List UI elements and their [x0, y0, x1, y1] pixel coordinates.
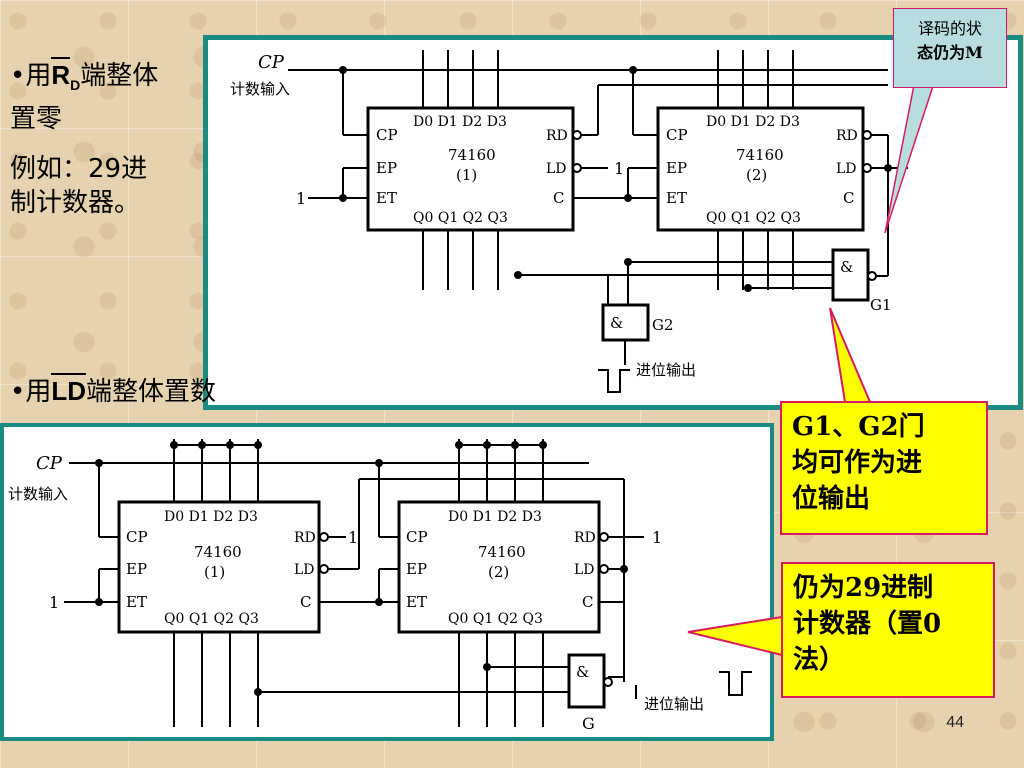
chip1-pin-c: C	[553, 189, 564, 207]
chip1-index: (1)	[456, 166, 477, 184]
chip2-pin-et: ET	[666, 189, 687, 207]
chip1-d-pins: D0 D1 D2 D3	[413, 114, 507, 130]
chip1-pin-rd: RD	[294, 530, 316, 546]
chip1-pin-ld: LD	[294, 562, 315, 578]
chip1-q-pins: Q0 Q1 Q2 Q3	[164, 611, 259, 627]
decode-state-line2: 态仍为M	[917, 43, 983, 62]
still29-line2: 计数器（置0	[793, 609, 942, 639]
page-number: 44	[946, 714, 964, 731]
chip2-pin-c: C	[582, 593, 593, 611]
chip2-q-pins: Q0 Q1 Q2 Q3	[706, 210, 801, 226]
cp-label: CP	[36, 453, 63, 474]
ld1-one-label: 1	[614, 159, 624, 178]
chip2-pin-ep: EP	[666, 159, 687, 177]
chip2-name: 74160	[736, 146, 784, 164]
example-text: 例如：29进 制计数器。	[10, 152, 205, 220]
chip2-d-pins: D0 D1 D2 D3	[448, 509, 542, 525]
g2-and-symbol: &	[610, 314, 623, 332]
bottom-circuit-diagram: CP 计数输入 1 1 1 CP EP ET D0 D1 D2 D3 74160…	[8, 439, 752, 733]
bullet-prefix: •用	[10, 377, 52, 407]
chip1-pin-cp: CP	[126, 528, 148, 546]
chip1-name: 74160	[448, 146, 496, 164]
chip2-pin-c: C	[843, 189, 854, 207]
chip2-name: 74160	[478, 543, 526, 561]
chip1-pin-ep: EP	[376, 159, 397, 177]
ld-suffix: 端整体置数	[86, 377, 217, 407]
carry-out-label: 进位输出	[644, 695, 704, 713]
still29-line3: 法）	[793, 645, 846, 675]
g2-label: G2	[652, 316, 674, 334]
cp-label: CP	[258, 52, 285, 73]
chip1-pin-c: C	[300, 593, 311, 611]
count-input-label: 计数输入	[8, 485, 68, 503]
g-label: G	[582, 714, 595, 733]
rd1-one-label: 1	[348, 528, 358, 547]
bullet-rd-heading: •用RD端整体 置零	[10, 57, 205, 136]
et-one-label: 1	[296, 189, 306, 208]
still-29-callout: 仍为29进制 计数器（置0 法）	[781, 562, 995, 698]
et-one-label: 1	[49, 593, 59, 612]
chip2-d-pins: D0 D1 D2 D3	[706, 114, 800, 130]
chip1-name: 74160	[194, 543, 242, 561]
rd2-one-label: 1	[652, 528, 662, 547]
rd-signal: R	[51, 57, 71, 90]
ld-signal: LD	[51, 373, 87, 406]
chip2-q-pins: Q0 Q1 Q2 Q3	[448, 611, 543, 627]
chip2-pin-cp: CP	[666, 126, 688, 144]
chip2-pin-rd: RD	[836, 128, 858, 144]
rd-subscript: D	[70, 77, 81, 94]
gates-callout: G1、G2门 均可作为进 位输出	[780, 401, 988, 535]
chip1-d-pins: D0 D1 D2 D3	[164, 509, 258, 525]
chip2-pin-ld: LD	[574, 562, 595, 578]
bullet-prefix: •用	[10, 61, 52, 91]
chip1-q-pins: Q0 Q1 Q2 Q3	[413, 210, 508, 226]
g-and-symbol: &	[576, 663, 589, 681]
bottom-circuit-panel: CP 计数输入 1 1 1 CP EP ET D0 D1 D2 D3 74160…	[0, 423, 774, 741]
decode-state-callout: 译码的状 态仍为M	[893, 8, 1007, 88]
carry-out-label: 进位输出	[636, 361, 696, 379]
chip2-pin-ep: EP	[406, 560, 427, 578]
gates-line2: 均可作为进	[792, 448, 923, 478]
chip1-pin-et: ET	[376, 189, 397, 207]
chip2-index: (2)	[488, 563, 509, 581]
chip2-pin-rd: RD	[574, 530, 596, 546]
chip1-pin-cp: CP	[376, 126, 398, 144]
g1-label: G1	[870, 296, 892, 314]
chip1-pin-et: ET	[126, 593, 147, 611]
top-circuit-diagram: CP 计数输入 1 1 CP EP ET D0 D1 D2 D3 74160 (…	[230, 50, 908, 393]
bullet-ld-heading: •用LD端整体置数	[10, 373, 310, 409]
chip2-pin-et: ET	[406, 593, 427, 611]
chip2-index: (2)	[746, 166, 767, 184]
chip1-pin-ep: EP	[126, 560, 147, 578]
example-line1: 例如：29进	[10, 154, 148, 184]
example-line2: 制计数器。	[10, 188, 141, 218]
decode-state-line1: 译码的状	[917, 19, 982, 38]
chip2-pin-ld: LD	[836, 161, 857, 177]
gates-line1: G1、G2门	[792, 412, 925, 442]
rd-suffix-line1: 端整体	[80, 61, 159, 91]
chip1-pin-ld: LD	[546, 161, 567, 177]
rd-suffix-line2: 置零	[10, 104, 63, 135]
g1-and-symbol: &	[840, 258, 853, 276]
count-input-label: 计数输入	[230, 80, 290, 98]
top-circuit-panel: CP 计数输入 1 1 CP EP ET D0 D1 D2 D3 74160 (…	[203, 35, 1023, 410]
chip2-pin-cp: CP	[406, 528, 428, 546]
chip1-index: (1)	[204, 563, 225, 581]
gates-line3: 位输出	[792, 484, 871, 514]
still29-line1: 仍为29进制	[793, 573, 934, 603]
chip1-pin-rd: RD	[546, 128, 568, 144]
